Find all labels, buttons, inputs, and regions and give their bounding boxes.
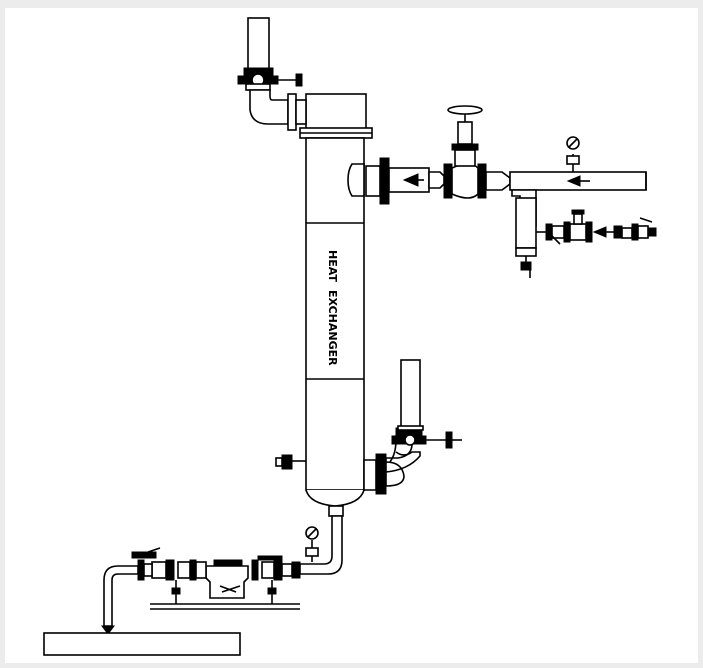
bottom-drain-elbow (299, 515, 343, 575)
bottom-drain-line (43, 515, 343, 656)
top-vent-pipe (247, 17, 270, 71)
exchanger-label: HEAT EXCHANGER (326, 250, 339, 366)
exchanger-bottom-head (305, 489, 365, 507)
lower-vent-pipe (400, 359, 421, 429)
gate-valve-body (451, 163, 479, 199)
upper-inlet-line (347, 105, 647, 205)
bottom-valve-middle (177, 561, 191, 579)
top-nozzle-flange (287, 93, 297, 131)
upper-inlet-flange (379, 157, 390, 205)
gate-valve-bonnet (457, 121, 473, 145)
drip-leg (515, 197, 537, 249)
label-heat: HEAT (326, 250, 339, 282)
gate-valve-flange-right (477, 163, 487, 199)
lower-elbow (385, 461, 405, 487)
bottom-valve-left (151, 561, 167, 579)
exchanger-drain-nozzle (328, 505, 344, 517)
gate-valve-flange-left (443, 163, 453, 199)
top-relief-valve (237, 17, 307, 131)
handwheel-icon (447, 105, 483, 115)
side-nozzle-cap (281, 454, 293, 470)
top-elbow (249, 89, 289, 125)
exchanger-top-head (305, 93, 367, 131)
lower-relief-valve (363, 359, 462, 495)
bottom-steam-trap (205, 565, 249, 599)
label-exchanger: EXCHANGER (326, 290, 339, 366)
upper-trap-branch (511, 189, 657, 278)
heat-exchanger: HEAT EXCHANGER (275, 93, 373, 517)
condensate-header (43, 632, 241, 656)
lower-nozzle-flange (375, 453, 387, 495)
drain-down-pipe (103, 565, 139, 627)
upper-inlet-nozzle (347, 163, 365, 197)
upper-trap-body (569, 223, 587, 241)
bottom-valve-right (261, 561, 275, 579)
